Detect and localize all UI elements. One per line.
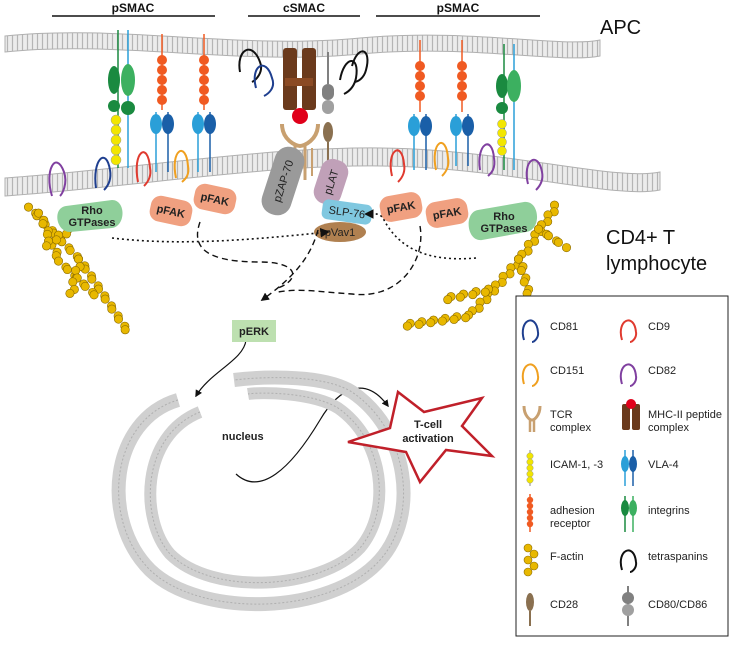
legend-label: CD82	[648, 365, 676, 377]
apc-label: APC	[600, 17, 641, 39]
vla4-icon	[621, 450, 637, 486]
activation-line2: activation	[402, 433, 454, 445]
tetraspanins-icon	[619, 549, 638, 573]
legend-item-cd82: CD82	[619, 363, 676, 387]
tcell-label-line1: CD4+ T	[606, 227, 675, 249]
left-icam	[110, 114, 122, 166]
tcr-complex-icon	[522, 405, 542, 432]
svg-text:pFAK: pFAK	[155, 203, 186, 221]
legend-label: CD81	[550, 321, 578, 333]
integrins-icon	[621, 496, 637, 532]
pfak-left-1: pFAK	[149, 195, 193, 227]
nucleus-label: nucleus	[222, 431, 264, 443]
legend-item-cd151: CD151	[521, 363, 584, 387]
legend-label: tetraspanins	[648, 551, 708, 563]
right-integrin-pair	[496, 44, 521, 170]
left-vla4	[150, 112, 216, 172]
cd82-icon	[619, 363, 638, 387]
svg-text:pVav1: pVav1	[325, 227, 355, 239]
left-adhesion-receptors	[157, 34, 209, 110]
csmac-label: cSMAC	[283, 1, 325, 15]
rho-gtpases-left: Rho GTPases	[57, 200, 123, 232]
cd9-icon	[619, 319, 638, 343]
svg-text:SLP-76: SLP-76	[328, 204, 366, 221]
pfak-left-2: pFAK	[193, 183, 237, 215]
rho-right-line2: GTPases	[480, 223, 527, 235]
plat: pLAT	[313, 158, 349, 206]
smac-header: pSMAC cSMAC pSMAC	[52, 1, 540, 17]
legend-label: receptor	[550, 518, 591, 530]
adhesion-receptor-icon	[526, 494, 534, 532]
rho-left-line1: Rho	[81, 205, 103, 217]
mhc-ii-peptide-icon	[622, 399, 640, 430]
signaling-arrows	[111, 209, 477, 483]
rho-right-line1: Rho	[493, 211, 515, 223]
svg-text:pERK: pERK	[239, 326, 269, 338]
legend-item-integrins: integrins	[621, 496, 690, 532]
legend-label: CD28	[550, 599, 578, 611]
right-tetraspanins	[389, 142, 544, 191]
rho-gtpases-right: Rho GTPases	[468, 201, 538, 241]
cd151-icon	[521, 363, 540, 387]
legend-item-f-actin: F-actin	[523, 543, 584, 577]
legend-item-cd9: CD9	[619, 319, 670, 343]
t-cell-activation-star: T-cell activation	[347, 389, 496, 485]
legend-label: complex	[648, 422, 689, 434]
svg-text:pFAK: pFAK	[386, 200, 416, 217]
nucleus: nucleus	[111, 370, 411, 612]
cd28-icon	[526, 593, 534, 626]
cd81-icon	[521, 319, 540, 343]
psmac-right-label: pSMAC	[437, 1, 480, 15]
legend-label: ICAM-1, -3	[550, 459, 603, 471]
icam-icon	[526, 450, 534, 486]
apc-membrane	[4, 32, 601, 59]
psmac-left-label: pSMAC	[112, 1, 155, 15]
f-actin-icon	[523, 543, 539, 577]
legend-label: VLA-4	[648, 459, 679, 471]
slp76: SLP-76	[321, 199, 373, 225]
legend-label: complex	[550, 422, 591, 434]
svg-text:pFAK: pFAK	[432, 206, 462, 223]
legend-label: TCR	[550, 409, 573, 421]
mhc-ii-peptide-complex	[283, 48, 316, 124]
tcell-membrane	[4, 147, 661, 197]
legend-item-tetraspanins: tetraspanins	[619, 549, 708, 573]
svg-text:pFAK: pFAK	[199, 191, 230, 209]
legend-item-icam: ICAM-1, -3	[526, 450, 603, 486]
left-tetraspanins	[48, 150, 190, 197]
pzap70: pZAP-70	[261, 146, 305, 216]
activation-line1: T-cell	[414, 419, 442, 431]
pfak-right-1: pFAK	[379, 192, 423, 222]
perk: pERK	[232, 320, 276, 342]
legend-item-cd28: CD28	[526, 593, 578, 626]
legend-label: integrins	[648, 505, 690, 517]
f-actin-right	[402, 200, 571, 331]
rho-left-line2: GTPases	[68, 217, 115, 229]
csmac-tetraspanins	[238, 48, 369, 97]
tcell-label-line2: lymphocyte	[606, 253, 707, 275]
cd80-cd86	[322, 52, 334, 114]
legend-label: F-actin	[550, 551, 584, 563]
legend-item-vla4: VLA-4	[621, 450, 679, 486]
right-vla4	[408, 114, 474, 170]
legend-label: CD9	[648, 321, 670, 333]
legend-item-cd81: CD81	[521, 319, 578, 343]
legend-label: adhesion	[550, 505, 595, 517]
legend-item-cd80-cd86: CD80/CD86	[622, 586, 707, 626]
cd80-cd86-icon	[622, 586, 634, 626]
legend-label: CD151	[550, 365, 584, 377]
right-adhesion-receptors	[415, 40, 467, 112]
legend-label: CD80/CD86	[648, 599, 707, 611]
legend-label: MHC-II peptide	[648, 409, 722, 421]
left-integrin-pair	[108, 30, 135, 168]
pfak-right-2: pFAK	[425, 198, 469, 228]
